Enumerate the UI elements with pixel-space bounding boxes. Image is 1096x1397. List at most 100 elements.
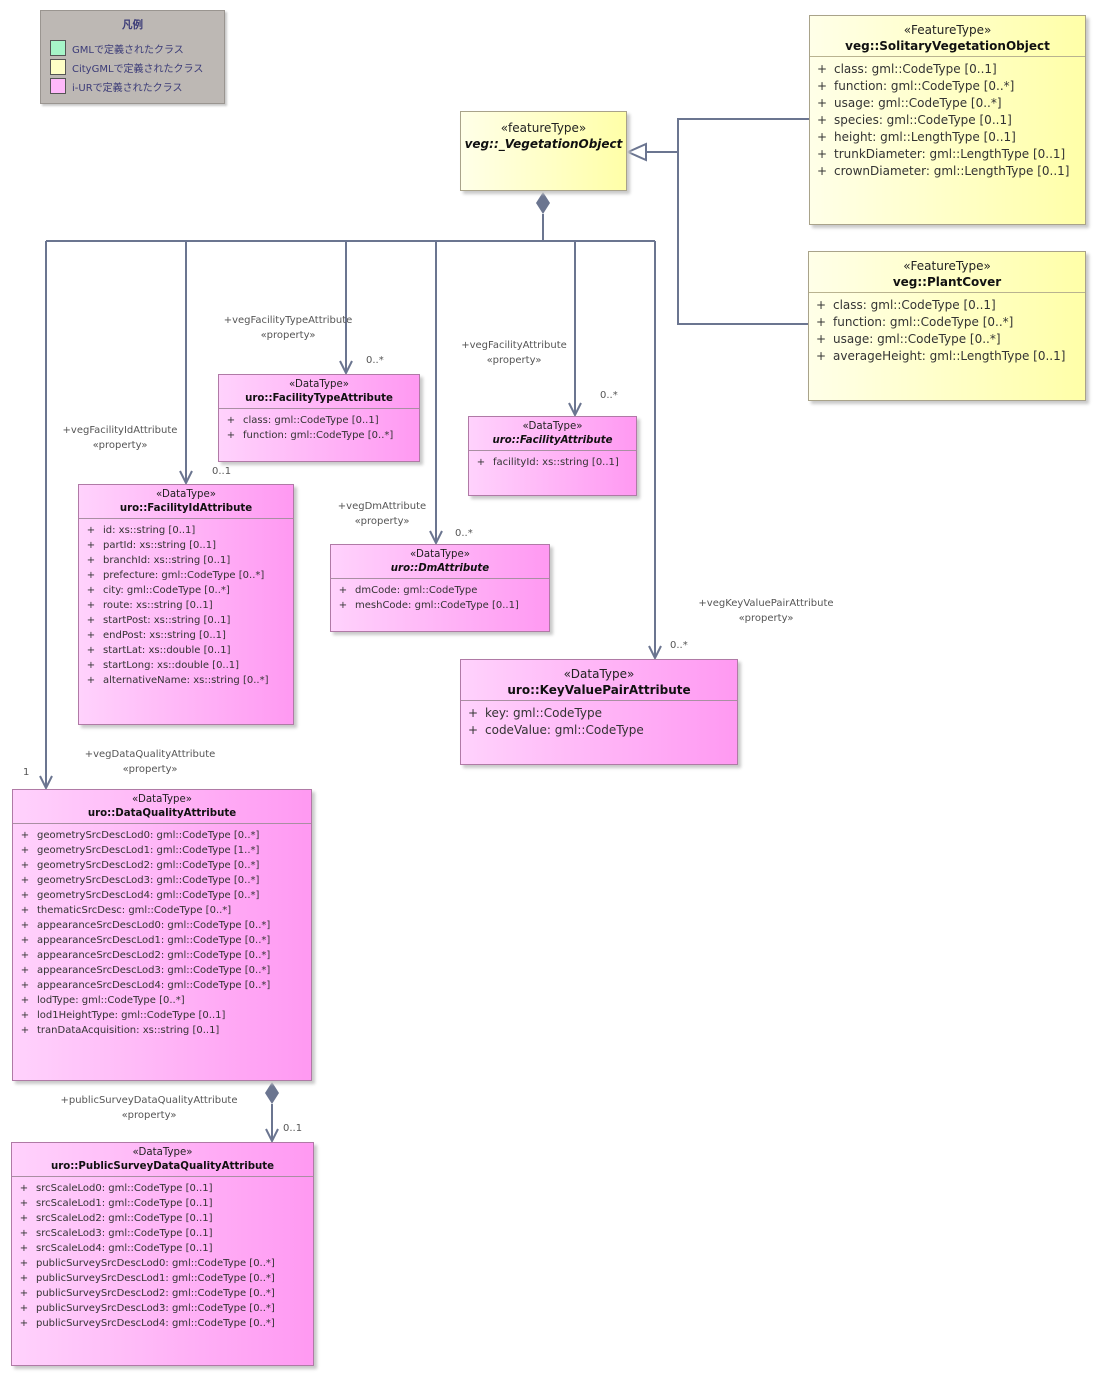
visibility-marker: +	[86, 585, 96, 596]
class-attribute: +dmCode: gml::CodeType	[331, 583, 549, 598]
composition-diamond-vegetation	[536, 192, 550, 214]
role-stereotype: «property»	[486, 355, 542, 366]
generalization-plantcover-line	[677, 152, 809, 325]
class-attribute: +tranDataAcquisition: xs::string [0..1]	[13, 1023, 311, 1038]
attribute-text: appearanceSrcDescLod3: gml::CodeType [0.…	[37, 965, 271, 976]
attribute-text: alternativeName: xs::string [0..*]	[103, 675, 269, 686]
class-name: uro::PublicSurveyDataQualityAttribute	[50, 1161, 275, 1172]
class-header: «FeatureType» veg::PlantCover	[809, 252, 1085, 293]
role-label-veg-key-value-pair: +vegKeyValuePairAttribute «property»	[690, 596, 842, 626]
visibility-marker: +	[86, 660, 96, 671]
attribute-text: prefecture: gml::CodeType [0..*]	[103, 570, 265, 581]
attribute-text: route: xs::string [0..1]	[103, 600, 213, 611]
class-attribute: +class: gml::CodeType [0..1]	[809, 297, 1085, 314]
class-name: uro::DmAttribute	[390, 563, 490, 574]
class-attribute: +city: gml::CodeType [0..*]	[79, 583, 293, 598]
attribute-text: srcScaleLod1: gml::CodeType [0..1]	[36, 1198, 213, 1209]
class-data-quality-attribute[interactable]: «DataType» uro::DataQualityAttribute +ge…	[12, 789, 312, 1081]
role-name: +publicSurveyDataQualityAttribute	[60, 1095, 238, 1106]
class-attribute: +appearanceSrcDescLod1: gml::CodeType [0…	[13, 933, 311, 948]
attribute-text: geometrySrcDescLod2: gml::CodeType [0..*…	[37, 860, 260, 871]
attribute-text: geometrySrcDescLod4: gml::CodeType [0..*…	[37, 890, 260, 901]
class-attribute: +geometrySrcDescLod4: gml::CodeType [0..…	[13, 888, 311, 903]
role-stereotype: «property»	[122, 764, 178, 775]
attribute-text: appearanceSrcDescLod2: gml::CodeType [0.…	[37, 950, 271, 961]
class-header: «FeatureType» veg::SolitaryVegetationObj…	[810, 16, 1085, 57]
visibility-marker: +	[20, 920, 30, 931]
visibility-marker: +	[20, 965, 30, 976]
visibility-marker: +	[816, 130, 828, 144]
visibility-marker: +	[20, 875, 30, 886]
role-label-veg-facility-type: +vegFacilityTypeAttribute «property»	[206, 313, 370, 343]
class-header: «DataType» uro::FacilityTypeAttribute	[219, 375, 419, 409]
class-header: «DataType» uro::FacilityIdAttribute	[79, 485, 293, 519]
class-attribute: +function: gml::CodeType [0..*]	[219, 428, 419, 443]
visibility-marker: +	[19, 1303, 29, 1314]
class-solitary-vegetation-object[interactable]: «FeatureType» veg::SolitaryVegetationObj…	[809, 15, 1086, 225]
class-header: «DataType» uro::FacilityAttribute	[469, 417, 636, 451]
class-attribute: +alternativeName: xs::string [0..*]	[79, 673, 293, 688]
class-key-value-pair-attribute[interactable]: «DataType» uro::KeyValuePairAttribute +k…	[460, 659, 738, 765]
class-header: «DataType» uro::PublicSurveyDataQualityA…	[12, 1143, 313, 1177]
legend-label: i-URで定義されたクラス	[72, 82, 183, 94]
visibility-marker: +	[338, 585, 348, 596]
visibility-marker: +	[20, 950, 30, 961]
class-attribute: +class: gml::CodeType [0..1]	[810, 61, 1085, 78]
class-facility-type-attribute[interactable]: «DataType» uro::FacilityTypeAttribute +c…	[218, 374, 420, 462]
attribute-text: partId: xs::string [0..1]	[103, 540, 216, 551]
visibility-marker: +	[20, 905, 30, 916]
attribute-text: publicSurveySrcDescLod4: gml::CodeType […	[36, 1318, 275, 1329]
class-attribute: + appearanceSrcDescLod2: gml::CodeType [0…	[13, 948, 311, 963]
visibility-marker: +	[19, 1228, 29, 1239]
attribute-list: +class: gml::CodeType [0..1]+function: g…	[810, 57, 1085, 180]
class-attribute: +geometrySrcDescLod3: gml::CodeType [0..…	[13, 873, 311, 888]
class-attribute: + appearanceSrcDescLod3: gml::CodeType [0…	[13, 963, 311, 978]
class-facility-id-attribute[interactable]: «DataType» uro::FacilityIdAttribute +id:…	[78, 484, 294, 725]
attribute-text: geometrySrcDescLod0: gml::CodeType [0..*…	[37, 830, 260, 841]
visibility-marker: +	[86, 600, 96, 611]
class-public-survey-data-quality-attribute[interactable]: «DataType» uro::PublicSurveyDataQualityA…	[11, 1142, 314, 1366]
class-header: «DataType» uro::DmAttribute	[331, 545, 549, 579]
attribute-text: height: gml::LengthType [0..1]	[834, 130, 1016, 144]
class-attribute: +srcScaleLod1: gml::CodeType [0..1]	[12, 1196, 313, 1211]
legend-swatch-iur	[50, 78, 66, 94]
visibility-marker: +	[86, 630, 96, 641]
role-label-veg-dm: +vegDmAttribute «property»	[330, 499, 434, 529]
class-facility-attribute[interactable]: «DataType» uro::FacilityAttribute +facil…	[468, 416, 637, 496]
role-name: +vegFacilityAttribute	[461, 340, 567, 351]
attribute-list: +id: xs::string [0..1]+partId: xs::strin…	[79, 519, 293, 688]
visibility-marker: +	[20, 935, 30, 946]
class-attribute: +startLat: xs::double [0..1]	[79, 643, 293, 658]
class-stereotype: «DataType»	[155, 489, 216, 500]
attribute-text: appearanceSrcDescLod0: gml::CodeType [0.…	[37, 920, 271, 931]
class-attribute: +facilityId: xs::string [0..1]	[469, 455, 636, 470]
visibility-marker: +	[20, 830, 30, 841]
visibility-marker: +	[338, 600, 348, 611]
role-stereotype: «property»	[738, 613, 794, 624]
class-attribute: +class: gml::CodeType [0..1]	[219, 413, 419, 428]
visibility-marker: +	[816, 62, 828, 76]
class-header: «DataType» uro::DataQualityAttribute	[13, 790, 311, 824]
visibility-marker: +	[19, 1288, 29, 1299]
attribute-text: srcScaleLod2: gml::CodeType [0..1]	[36, 1213, 213, 1224]
attribute-text: facilityId: xs::string [0..1]	[493, 457, 619, 468]
visibility-marker: +	[815, 349, 827, 363]
class-attribute: +partId: xs::string [0..1]	[79, 538, 293, 553]
generalization-arrowhead	[625, 142, 647, 162]
attribute-list: + geometrySrcDescLod0: gml::CodeType [0..…	[13, 824, 311, 1038]
class-plant-cover[interactable]: «FeatureType» veg::PlantCover +class: gm…	[808, 251, 1086, 401]
class-name: uro::KeyValuePairAttribute	[507, 683, 691, 697]
legend-item-gml: GMLで定義されたクラス	[50, 40, 184, 56]
visibility-marker: +	[20, 995, 30, 1006]
class-attribute: +function: gml::CodeType [0..*]	[809, 314, 1085, 331]
legend: 凡例 GMLで定義されたクラス CityGMLで定義されたクラス i-URで定義…	[40, 10, 225, 104]
visibility-marker: +	[815, 332, 827, 346]
class-stereotype: «DataType»	[522, 421, 583, 432]
visibility-marker: +	[816, 79, 828, 93]
class-vegetation-object[interactable]: «featureType» veg::_VegetationObject	[460, 111, 627, 191]
legend-swatch-citygml	[50, 59, 66, 75]
legend-swatch-gml	[50, 40, 66, 56]
class-dm-attribute[interactable]: «DataType» uro::DmAttribute +dmCode: gml…	[330, 544, 550, 632]
legend-item-iur: i-URで定義されたクラス	[50, 78, 182, 94]
class-attribute: +lod1HeightType: gml::CodeType [0..1]	[13, 1008, 311, 1023]
